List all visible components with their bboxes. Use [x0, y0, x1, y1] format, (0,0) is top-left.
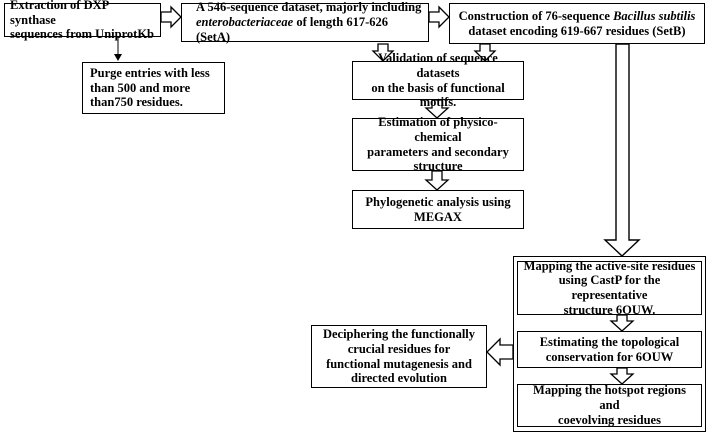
deciphering-line-4: directed evolution — [351, 371, 447, 386]
extraction-line-2: sequences from UniprotKb — [10, 27, 154, 42]
physico-line-2: parameters and secondary — [367, 144, 509, 159]
seta-length: of length 617-626 (SetA) — [196, 15, 388, 44]
phylogenetic-line-2: MEGAX — [414, 209, 462, 224]
validation-box: Validation of sequence datasets on the b… — [352, 51, 524, 109]
block-arrow-seta-to-setb — [428, 5, 450, 29]
physico-line-1: Estimation of physico-chemical — [378, 115, 498, 144]
purge-box: Purge entries with less than 500 and mor… — [82, 62, 225, 114]
active-site-line-3: structure 6OUW. — [563, 302, 656, 317]
purge-line-2: than 500 and more — [90, 80, 191, 95]
block-arrow-setb-to-validation — [473, 43, 497, 62]
physico-box: Estimation of physico-chemical parameter… — [352, 115, 524, 174]
active-site-line-2: using CastP for the representative — [558, 273, 661, 302]
hotspot-line-2: coevolving residues — [558, 412, 661, 427]
setb-prefix: Construction of 76-sequence — [458, 8, 614, 23]
phylogenetic-box: Phylogenetic analysis using MEGAX — [352, 190, 524, 229]
validation-line-2: on the basis of functional motifs. — [371, 80, 505, 110]
setb-taxon: Bacillus subtilis — [613, 8, 696, 23]
mapping-panel — [513, 256, 706, 432]
block-arrow-setb-to-panel — [603, 43, 641, 257]
deciphering-line-1: Deciphering the functionally — [322, 327, 476, 341]
block-arrow-activesite-to-topological — [609, 314, 635, 332]
validation-line-1: Validation of sequence datasets — [378, 51, 498, 80]
block-arrow-physico-to-phylogenetic — [424, 170, 450, 191]
block-arrow-extraction-to-seta — [160, 5, 182, 29]
block-arrow-topological-to-hotspot — [609, 367, 635, 385]
topological-line-2: conservation for 6OUW — [545, 349, 674, 364]
seta-line-2: enterobacteriaceae of length 617-626 (Se… — [196, 15, 424, 45]
hotspot-line-1: Mapping the hotspot regions and — [533, 383, 686, 413]
active-site-line-1: Mapping the active-site residues — [523, 258, 696, 273]
active-site-box: Mapping the active-site residues using C… — [517, 258, 702, 317]
block-arrow-validation-to-physico — [424, 99, 450, 119]
block-arrow-panel-to-deciphering — [486, 337, 514, 367]
physico-line-3: structure — [413, 159, 463, 174]
phylogenetic-line-1: Phylogenetic analysis using — [365, 194, 511, 209]
seta-box: A 546-sequence dataset, majorly includin… — [181, 0, 429, 45]
seta-line-1: A 546-sequence dataset, majorly includin… — [196, 0, 422, 15]
topological-line-1: Estimating the topological — [539, 334, 680, 349]
extraction-line-1: Extraction of DXP synthase — [10, 0, 109, 27]
setb-line-1: Construction of 76-sequence Bacillus sub… — [459, 9, 696, 24]
deciphering-box: Deciphering the functionally crucial res… — [311, 325, 487, 388]
deciphering-line-3: functional mutagenesis and — [326, 356, 472, 371]
seta-taxon: enterobacteriaceae — [196, 15, 294, 30]
setb-box: Construction of 76-sequence Bacillus sub… — [449, 3, 705, 44]
purge-line-1: Purge entries with less — [90, 65, 210, 80]
hotspot-box: Mapping the hotspot regions and coevolvi… — [517, 383, 702, 427]
deciphering-line-2: crucial residues for — [347, 341, 451, 356]
arrowhead-purge — [114, 54, 122, 61]
setb-line-2: dataset encoding 619-667 residues (SetB) — [468, 23, 686, 38]
purge-line-3: than750 residues. — [90, 95, 183, 110]
extraction-box: Extraction of DXP synthase sequences fro… — [4, 0, 161, 41]
block-arrow-seta-to-validation — [371, 43, 395, 62]
topological-box: Estimating the topological conservation … — [517, 331, 702, 368]
